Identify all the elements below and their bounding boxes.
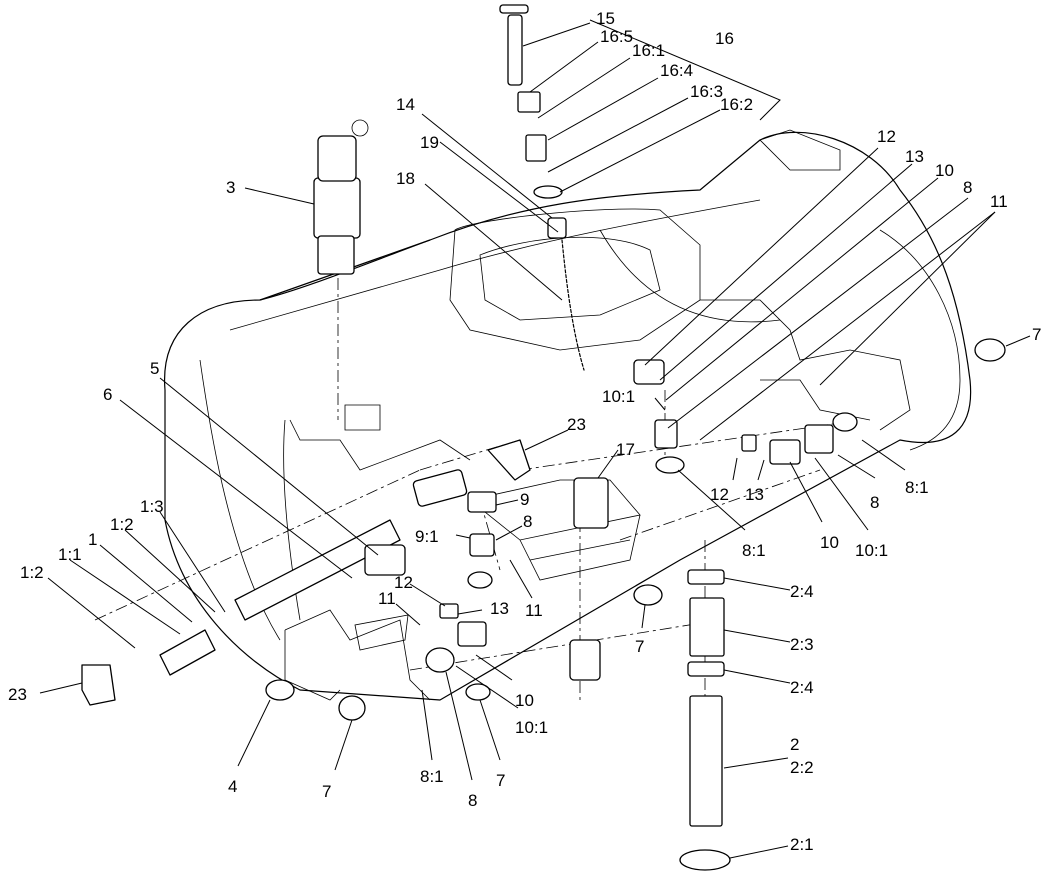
callout-12-mid: 12 [394, 573, 413, 592]
callout-2-3: 2:3 [790, 635, 814, 654]
part-dipstick [499, 4, 563, 199]
callout-8-right: 8 [870, 493, 879, 512]
callout-16-3: 16:3 [690, 82, 723, 101]
callout-14: 14 [396, 95, 415, 114]
callout-4: 4 [228, 777, 237, 796]
callout-7-bottom: 7 [496, 771, 505, 790]
callout-8-mid: 8 [523, 512, 532, 531]
callout-23-top: 23 [567, 415, 586, 434]
callout-13-top: 13 [905, 147, 924, 166]
callout-8-1-bottom: 8:1 [420, 767, 444, 786]
callout-10-top: 10 [935, 161, 954, 180]
callout-7-bottom-left: 7 [322, 782, 331, 801]
callout-10-right: 10 [820, 533, 839, 552]
callout-8-bottom: 8 [468, 791, 477, 810]
callout-2-1: 2:1 [790, 835, 814, 854]
callout-2-2: 2:2 [790, 758, 814, 777]
callout-1-2-b: 1:2 [20, 563, 44, 582]
part-suction-fitting [569, 477, 609, 681]
callout-11-mid: 11 [525, 601, 543, 620]
callout-23-bottom: 23 [8, 685, 27, 704]
callout-8-top: 8 [963, 178, 972, 197]
part-hose-elbow-23-top [487, 439, 531, 481]
callout-8-1-mid: 8:1 [742, 541, 766, 560]
callout-11-top: 11 [990, 192, 1008, 211]
callout-18: 18 [396, 169, 415, 188]
spray-tank-body [164, 129, 972, 701]
callout-5: 5 [150, 359, 159, 378]
callout-15: 15 [596, 9, 615, 28]
part-agitator-tube [679, 569, 731, 871]
callout-12-right: 12 [710, 485, 729, 504]
part-chain [547, 217, 585, 371]
callout-1: 1 [88, 530, 97, 549]
callout-2-4-bottom: 2:4 [790, 678, 814, 697]
part-filter-basket [313, 119, 369, 275]
callout-10-1-top: 10:1 [602, 387, 635, 406]
callout-9: 9 [520, 490, 529, 509]
callout-10-1-bottom: 10:1 [515, 718, 548, 737]
callout-1-2-a: 1:2 [110, 515, 134, 534]
callout-2-4-top: 2:4 [790, 582, 814, 601]
callout-16-1: 16:1 [632, 41, 665, 60]
callout-13-right: 13 [745, 485, 764, 504]
callout-16-2: 16:2 [720, 95, 753, 114]
callout-11-mid-left: 11 [378, 589, 396, 608]
callout-17: 17 [616, 440, 635, 459]
part-right-fittings [633, 359, 858, 474]
callout-10-1-right: 10:1 [855, 541, 888, 560]
callout-16-5: 16:5 [600, 27, 633, 46]
callout-7-mid: 7 [635, 637, 644, 656]
callout-16: 16 [715, 29, 734, 48]
callout-9-1: 9:1 [415, 527, 439, 546]
part-elbow-23-bottom [81, 664, 116, 706]
callout-1-3-a: 1:3 [140, 497, 164, 516]
callouts: 15 16:5 16:1 16 16:4 16:3 16:2 14 19 18 … [8, 9, 1041, 859]
callout-2: 2 [790, 735, 799, 754]
callout-7-right: 7 [1032, 325, 1041, 344]
part-hose-segments [159, 469, 468, 676]
callout-13-mid: 13 [490, 599, 509, 618]
callout-16-4: 16:4 [660, 61, 693, 80]
callout-19: 19 [420, 133, 439, 152]
part-left-fittings [425, 491, 497, 673]
callout-10-bottom: 10 [515, 691, 534, 710]
callout-3: 3 [226, 178, 235, 197]
callout-12-top: 12 [877, 127, 896, 146]
part-grommets [265, 338, 1006, 721]
callout-6: 6 [103, 385, 112, 404]
callout-1-1: 1:1 [58, 545, 82, 564]
callout-8-1-right: 8:1 [905, 478, 929, 497]
